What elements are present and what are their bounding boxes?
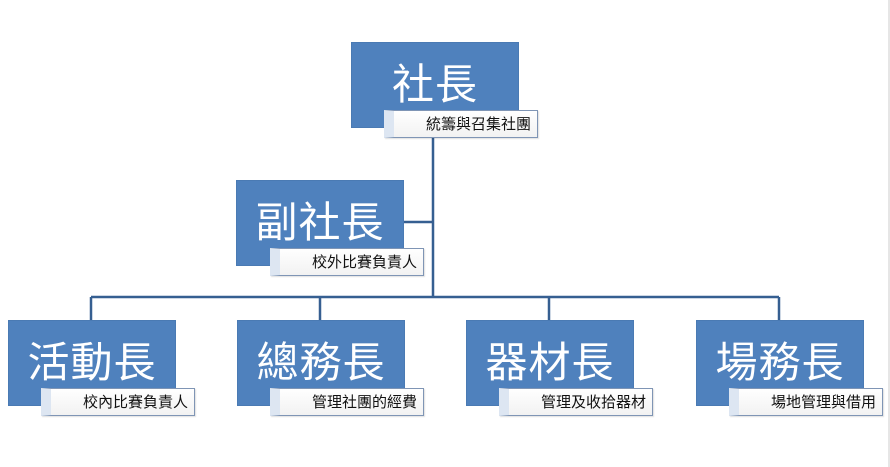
activity-director-note: 校內比賽負責人 (41, 388, 195, 416)
president-title: 社長 (391, 60, 478, 109)
vice-president-title: 副社長 (255, 198, 385, 247)
general-affairs-note: 管理社團的經費 (270, 388, 424, 416)
venue-manager-note: 場地管理與借用 (729, 388, 883, 416)
venue-manager-title: 場務長 (715, 338, 845, 387)
general-affairs-title: 總務長 (256, 338, 386, 387)
page-edge (888, 0, 890, 467)
president-note: 統籌與召集社團 (384, 110, 538, 138)
equipment-manager-note: 管理及收拾器材 (499, 388, 653, 416)
equipment-manager-title: 器材長 (485, 338, 615, 387)
vice-president-note: 校外比賽負責人 (270, 248, 424, 276)
activity-director-title: 活動長 (27, 338, 157, 387)
